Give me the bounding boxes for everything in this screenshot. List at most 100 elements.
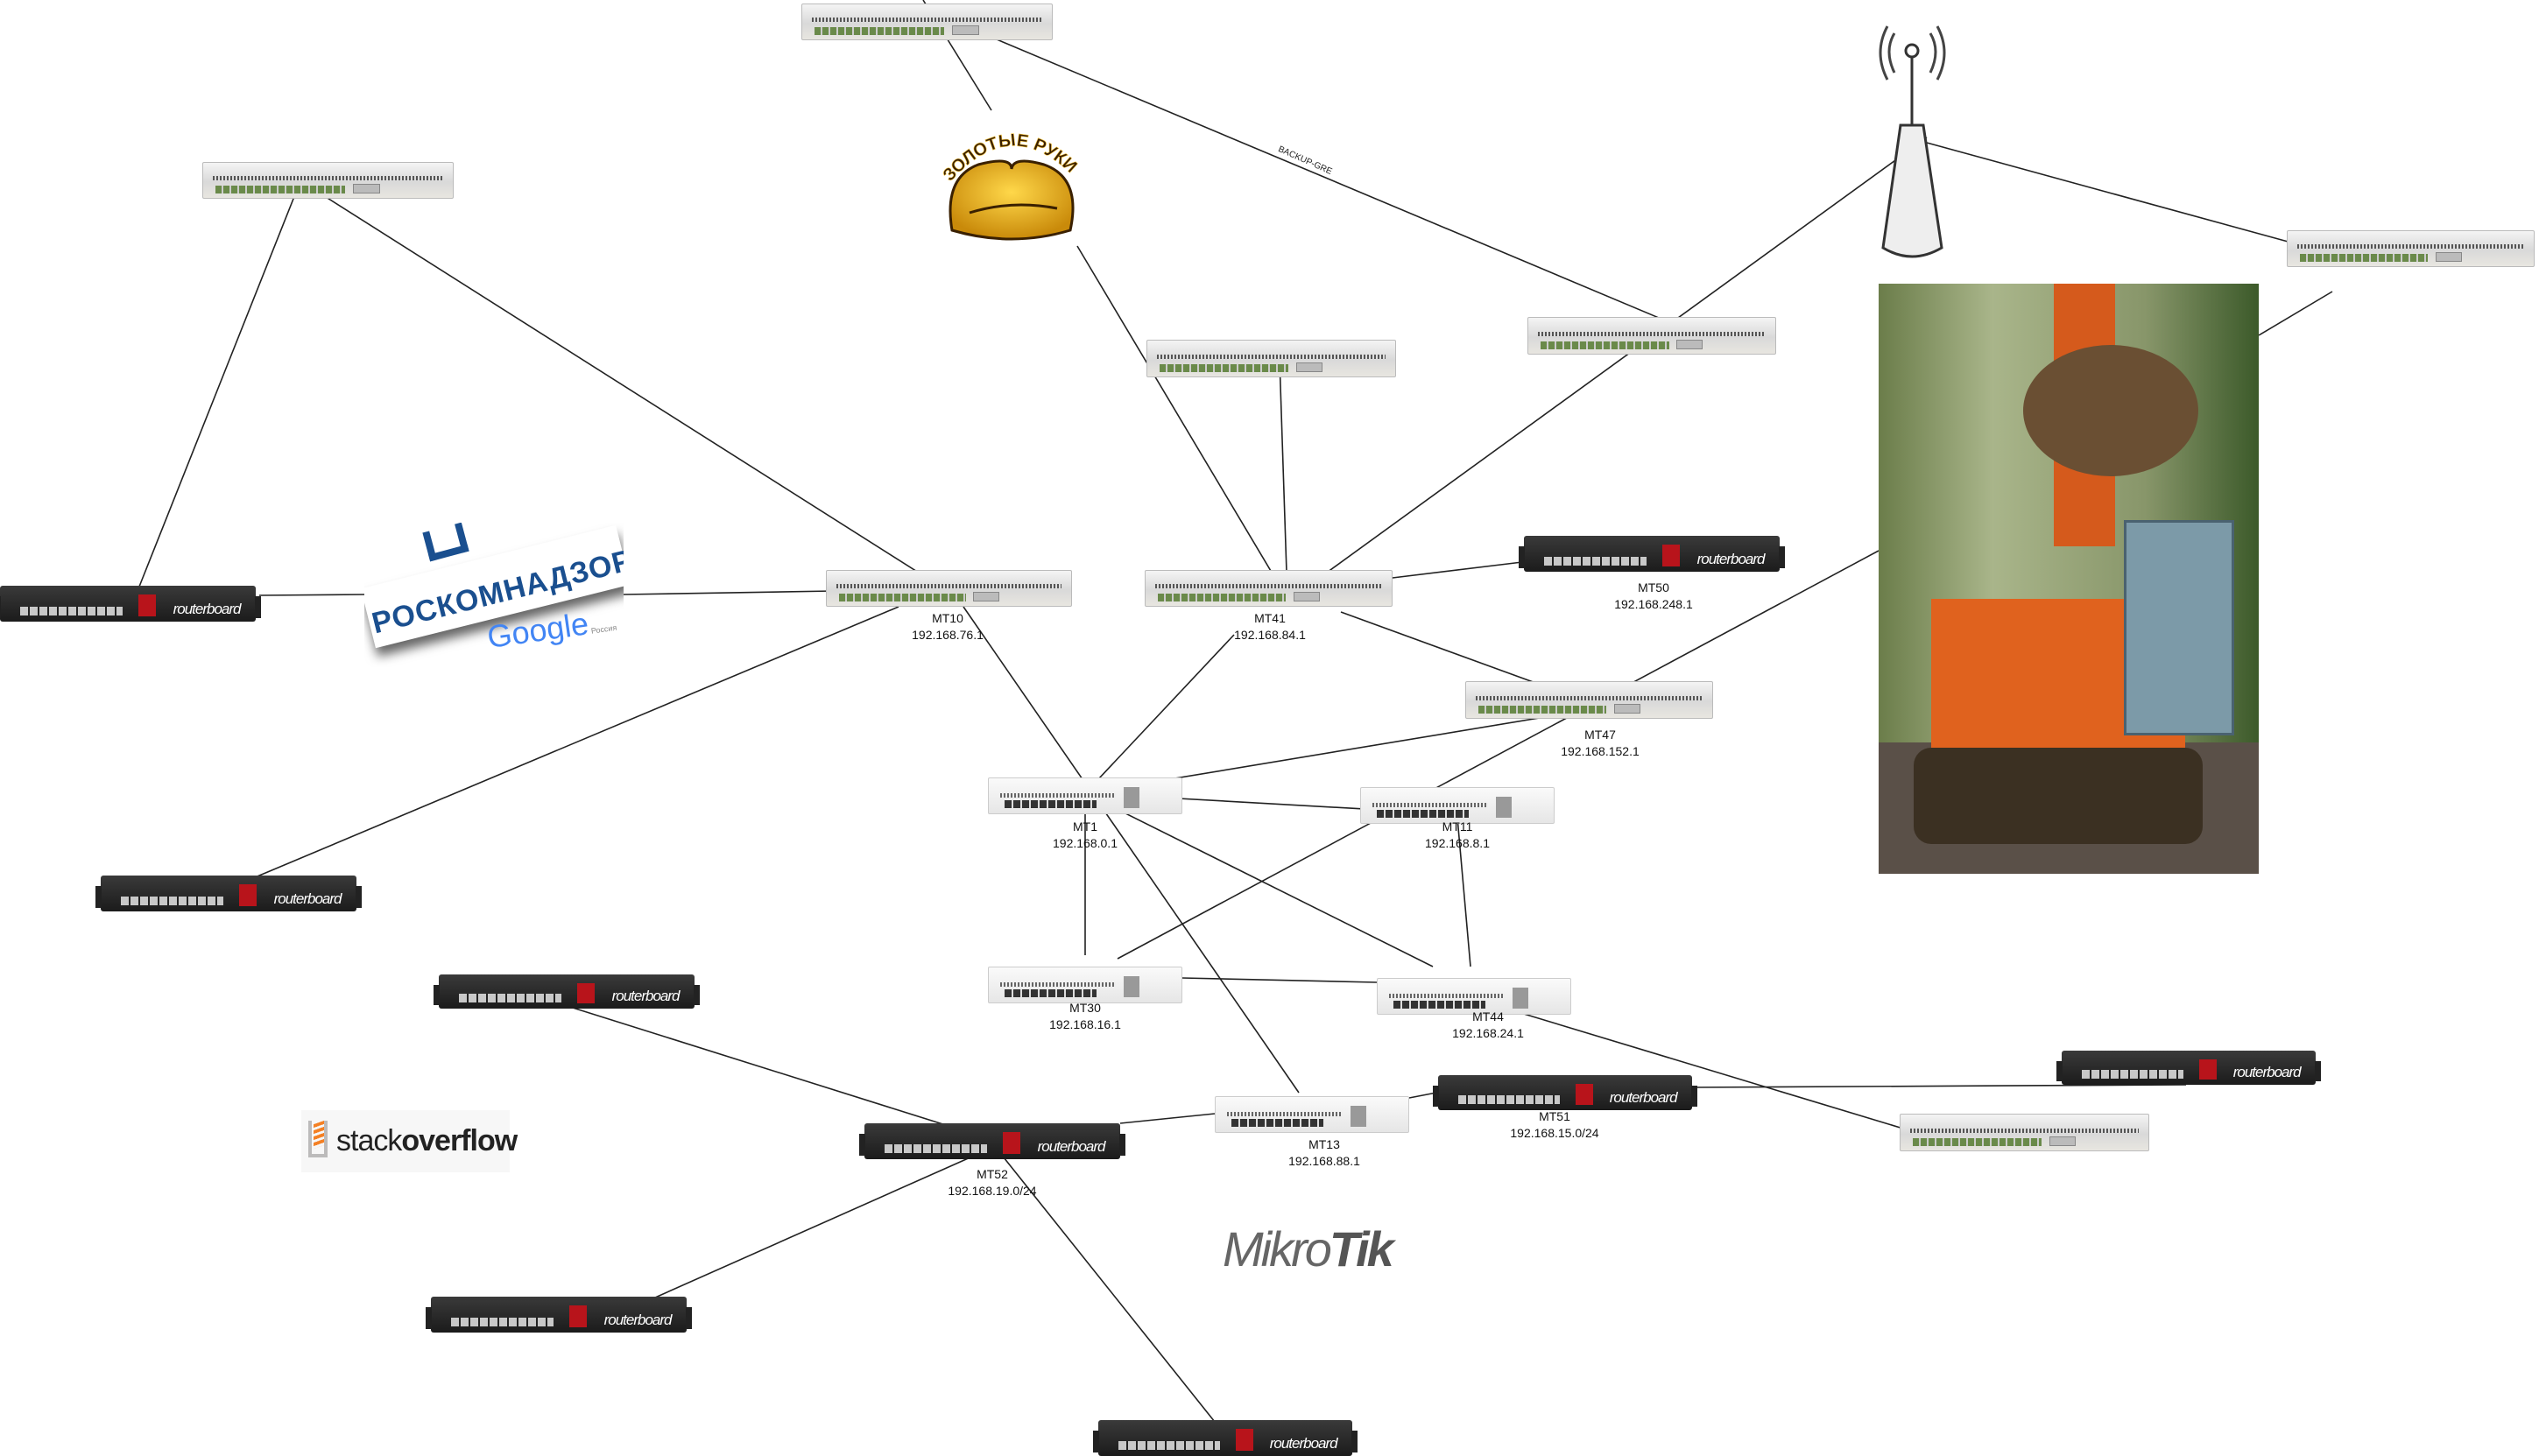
network-link	[623, 1145, 997, 1312]
roskomnadzor-google-image: РОСКОМНАДЗОР GoogleРоссия	[364, 523, 624, 667]
device-ip: 192.168.84.1	[1234, 628, 1306, 642]
routerboard-device[interactable]: routerboard	[0, 586, 261, 622]
golden-hands-logo: ЗОЛОТЫЕ РУКИ	[934, 116, 1089, 246]
routerboard-device[interactable]: routerboard	[859, 1123, 1125, 1159]
routerboard-brand: routerboard	[611, 988, 681, 1005]
routerboard-device[interactable]: routerboard	[95, 876, 362, 911]
routerboard-device[interactable]: routerboard	[434, 974, 700, 1009]
network-link	[1392, 561, 1523, 579]
rack-switch-device[interactable]	[2287, 230, 2535, 267]
stackoverflow-logo: stackoverflow	[301, 1110, 518, 1172]
device-name: MT10	[932, 611, 963, 625]
rack-switch-device[interactable]	[1527, 317, 1776, 355]
routerboard-device[interactable]: routerboard	[1519, 536, 1785, 572]
lcd-screen	[1496, 797, 1512, 818]
device-label: MT50 192.168.248.1	[1614, 580, 1693, 613]
device-ip: 192.168.248.1	[1614, 597, 1693, 611]
rack-switch-device[interactable]	[1465, 681, 1713, 719]
routerboard-device[interactable]: routerboard	[1433, 1075, 1697, 1110]
rack-switch-device[interactable]	[202, 162, 454, 199]
routerboard-brand: routerboard	[1696, 550, 1766, 567]
routerboard-device[interactable]: routerboard	[1093, 1420, 1358, 1456]
lcd-screen	[1124, 976, 1139, 997]
cloud-core-router-device[interactable]	[988, 777, 1182, 814]
device-name: MT11	[1442, 819, 1473, 834]
network-link	[979, 32, 1693, 333]
network-link	[1076, 245, 1288, 600]
device-ip: 192.168.15.0/24	[1510, 1126, 1599, 1140]
ethernet-ports	[815, 27, 945, 36]
routerboard-device[interactable]: routerboard	[426, 1297, 692, 1333]
ethernet-ports	[2082, 1069, 2184, 1079]
routerboard-brand: routerboard	[273, 890, 342, 907]
device-ip: 192.168.16.1	[1049, 1017, 1121, 1031]
device-ip: 192.168.8.1	[1425, 836, 1490, 850]
device-label: MT11 192.168.8.1	[1425, 819, 1490, 852]
lcd-screen	[1124, 787, 1139, 808]
network-link	[1003, 1157, 1216, 1423]
device-label: MT47 192.168.152.1	[1561, 727, 1640, 760]
network-link	[1084, 634, 1235, 794]
stackoverflow-icon	[308, 1121, 328, 1157]
device-name: MT52	[977, 1167, 1008, 1181]
ethernet-ports	[1118, 1440, 1221, 1450]
routerboard-device[interactable]: routerboard	[2056, 1051, 2321, 1085]
cloud-core-router-device[interactable]	[988, 967, 1182, 1003]
routerboard-brand: routerboard	[2232, 1064, 2302, 1081]
rack-switch-device[interactable]	[1900, 1114, 2149, 1151]
ethernet-ports	[885, 1143, 988, 1153]
ethernet-ports	[1231, 1119, 1324, 1128]
network-link	[1926, 142, 2292, 243]
lcd-screen	[1513, 988, 1528, 1009]
device-name: MT50	[1638, 580, 1669, 594]
network-link	[1117, 550, 1880, 960]
network-link	[558, 1002, 997, 1142]
device-ip: 192.168.24.1	[1452, 1026, 1524, 1040]
rack-switch-device[interactable]	[801, 4, 1053, 40]
ethernet-ports	[121, 896, 224, 905]
ethernet-ports	[1541, 341, 1669, 350]
device-name: MT47	[1584, 728, 1616, 742]
cloud-core-router-device[interactable]	[1215, 1096, 1409, 1133]
device-ip: 192.168.152.1	[1561, 744, 1640, 758]
excavator-photo	[1879, 284, 2259, 874]
ethernet-ports	[838, 594, 967, 602]
network-link	[1506, 1008, 1904, 1129]
ethernet-ports	[1478, 706, 1607, 714]
device-name: MT51	[1539, 1109, 1570, 1123]
ethernet-ports	[1544, 556, 1647, 566]
device-label: MT52 192.168.19.0/24	[948, 1166, 1036, 1199]
ethernet-ports	[1160, 364, 1289, 373]
cloud-core-router-device[interactable]	[1377, 978, 1571, 1015]
routerboard-brand: routerboard	[1269, 1434, 1338, 1452]
network-link	[315, 190, 949, 592]
device-label: MT44 192.168.24.1	[1452, 1009, 1524, 1042]
rack-switch-device[interactable]	[1146, 340, 1396, 377]
ethernet-ports	[1393, 1001, 1486, 1009]
device-ip: 192.168.19.0/24	[948, 1184, 1037, 1198]
ethernet-ports	[1913, 1138, 2042, 1147]
ethernet-ports	[215, 186, 346, 194]
rack-switch-device[interactable]	[826, 570, 1072, 607]
ethernet-ports	[1458, 1094, 1561, 1104]
device-ip: 192.168.0.1	[1053, 836, 1118, 850]
roskomnadzor-emblem-icon	[422, 523, 469, 562]
rack-switch-device[interactable]	[1145, 570, 1393, 607]
cloud-core-router-device[interactable]	[1360, 787, 1555, 824]
routerboard-brand: routerboard	[1609, 1089, 1678, 1106]
mikrotik-logo: MikroTik	[1223, 1221, 1394, 1277]
network-link	[963, 606, 1300, 1094]
routerboard-brand: routerboard	[603, 1311, 673, 1328]
network-link	[137, 193, 296, 592]
ethernet-ports	[2300, 254, 2429, 263]
device-name: MT44	[1472, 1009, 1504, 1023]
network-link	[242, 606, 899, 883]
network-link	[258, 594, 365, 596]
network-link	[1084, 792, 1434, 967]
network-link	[1683, 1084, 2187, 1088]
